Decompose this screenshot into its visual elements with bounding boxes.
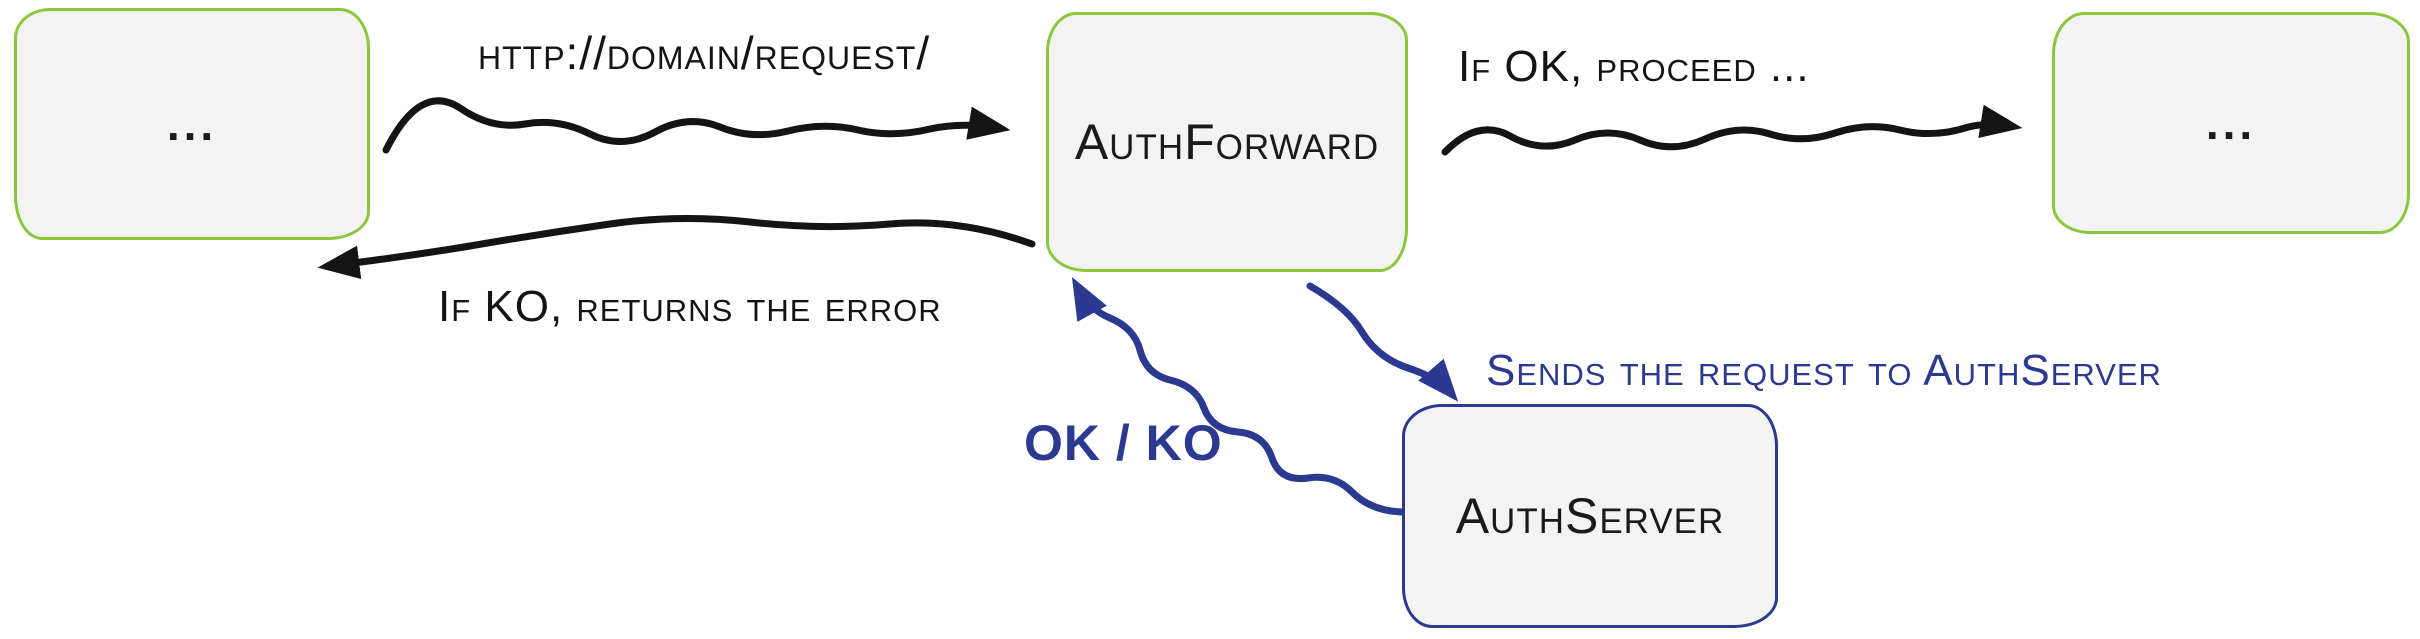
authforward-box-label: AuthForward [1074, 114, 1380, 170]
request-url-label: http://domain/request/ [478, 27, 931, 79]
client-box-right-label: ... [2205, 97, 2257, 149]
ok-proceed-arrow [1441, 104, 2023, 156]
client-box-left-label: ... [166, 98, 218, 150]
send-request-arrow [1306, 282, 1459, 402]
ko-return-arrow [317, 214, 1036, 280]
ok-ko-arrow [1071, 276, 1409, 516]
ok-ko-label: OK / KO [1024, 415, 1223, 471]
ok-proceed-label: If OK, proceed ... [1458, 42, 1810, 91]
authserver-box-label: AuthServer [1455, 488, 1725, 544]
send-to-authserver-label: Sends the request to AuthServer [1486, 346, 2162, 395]
request-arrow [382, 97, 1011, 154]
authforward-box: AuthForward [1046, 12, 1408, 272]
client-box-left: ... [14, 8, 370, 240]
client-box-right: ... [2052, 12, 2410, 234]
authserver-box: AuthServer [1402, 404, 1778, 628]
ko-error-label: If KO, returns the error [438, 282, 942, 331]
